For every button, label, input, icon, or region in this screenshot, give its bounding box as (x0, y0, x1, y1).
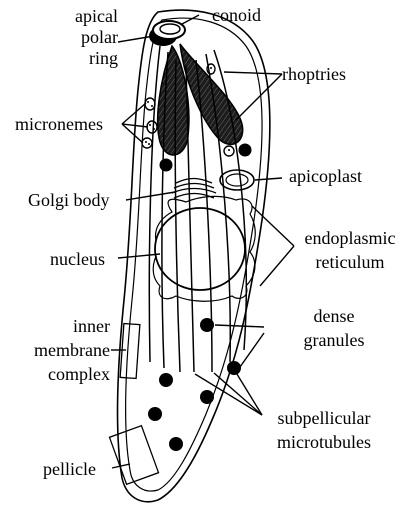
label-subpellicular-microtubules-line1: subpellicular (277, 408, 371, 428)
label-dense-granules-line1: dense (313, 306, 355, 326)
pellicle-box (108, 424, 160, 486)
leader-lines (111, 14, 295, 469)
label-endoplasmic-reticulum-line2: reticulum (315, 252, 385, 272)
apicoplast (219, 169, 255, 191)
microneme-dots (145, 67, 230, 151)
label-dense-granules-line2: granules (303, 330, 365, 350)
label-pellicle: pellicle (43, 459, 96, 479)
label-inner-membrane-complex: inner membrane complex (8, 314, 110, 386)
cell-outline-inner (124, 17, 263, 492)
cell-outline-outer (116, 9, 271, 503)
rhoptry-right (179, 43, 244, 145)
label-subpellicular-microtubules-line2: microtubules (277, 432, 371, 452)
label-endoplasmic-reticulum-line1: endoplasmic (304, 228, 396, 248)
label-nucleus: nucleus (50, 249, 105, 269)
label-golgi-body: Golgi body (28, 190, 110, 210)
label-apical-polar-ring-line2: polar (81, 27, 118, 47)
label-dense-granules: dense granules (292, 304, 376, 352)
dense-granules (148, 143, 252, 451)
label-apical-polar-ring-line1: apical (75, 6, 118, 26)
nucleus (154, 207, 246, 291)
label-subpellicular-microtubules: subpellicular microtubules (260, 406, 388, 454)
inner-membrane-complex-box (119, 322, 141, 380)
label-rhoptries: rhoptries (282, 64, 346, 84)
conoid-inner (159, 23, 181, 35)
subpellicular-microtubules (148, 45, 247, 373)
apicoplast-inner (225, 173, 249, 187)
golgi-body (171, 177, 217, 199)
label-apical-polar-ring-line3: ring (89, 48, 118, 68)
label-apical-polar-ring: apical polar ring (50, 6, 118, 69)
label-inner-membrane-complex-line1: inner (73, 316, 110, 336)
label-inner-membrane-complex-line3: complex (48, 364, 110, 384)
label-inner-membrane-complex-line2: membrane (34, 340, 110, 360)
label-conoid: conoid (212, 5, 261, 25)
label-micronemes: micronemes (15, 114, 103, 134)
label-apicoplast: apicoplast (289, 166, 362, 186)
label-endoplasmic-reticulum: endoplasmic reticulum (296, 226, 404, 274)
